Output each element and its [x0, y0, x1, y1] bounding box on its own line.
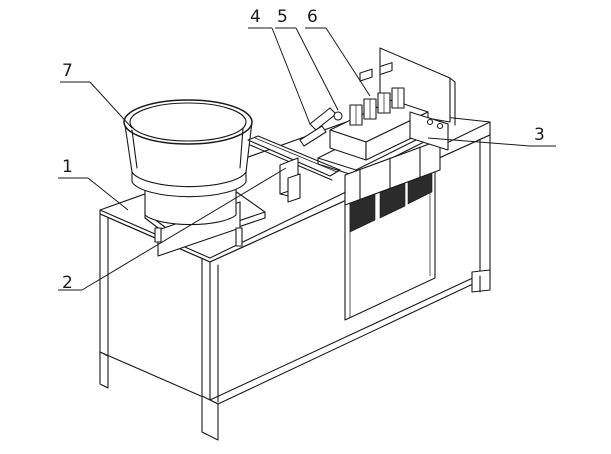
vibratory-bowl [123, 99, 266, 257]
callout-5: 5 [277, 7, 288, 27]
callout-6: 6 [307, 7, 318, 27]
callouts: 7 1 2 4 5 6 3 [62, 7, 545, 293]
leader-lines [58, 27, 556, 291]
blade-units [349, 87, 405, 126]
callout-7: 7 [62, 61, 73, 81]
callout-3: 3 [534, 125, 545, 145]
callout-1: 1 [62, 157, 73, 177]
feed-track [247, 135, 341, 203]
callout-2: 2 [62, 273, 73, 293]
under-mechanism [344, 139, 441, 233]
pusher-cylinder [299, 107, 343, 147]
processing-head [299, 87, 449, 233]
callout-4: 4 [250, 7, 261, 27]
